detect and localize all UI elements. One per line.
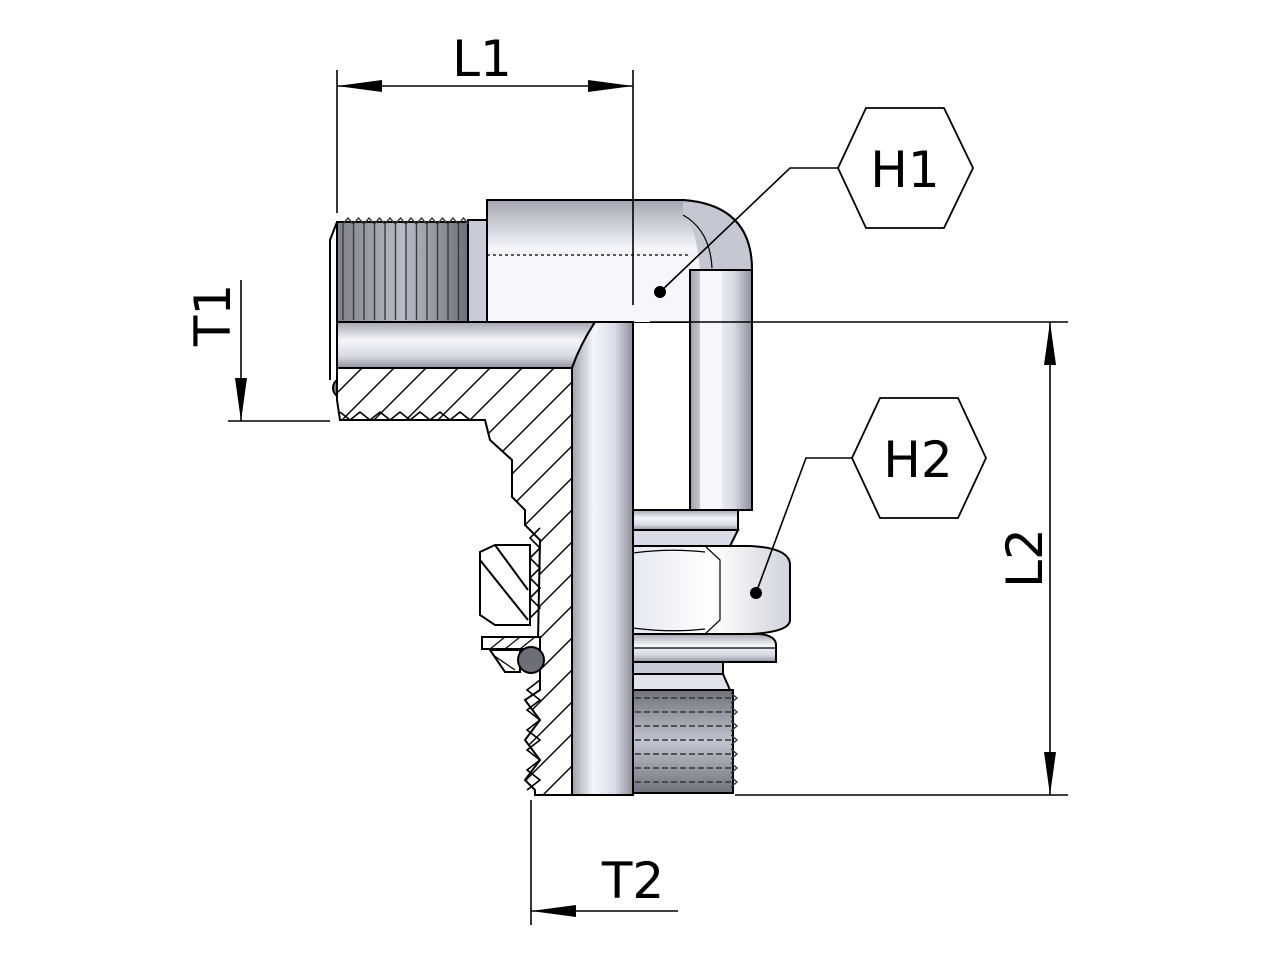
thread-tooth — [730, 706, 739, 718]
hatch-line — [922, 340, 1275, 800]
hatch-line — [1018, 340, 1275, 800]
l1-label: L1 — [452, 30, 512, 88]
thread-tooth — [730, 720, 739, 732]
hatch-line — [337, 368, 551, 795]
h2-hex-callout: H2 — [851, 397, 987, 519]
elbow-body — [467, 199, 753, 511]
thread-tooth — [730, 734, 739, 746]
hatch-line — [473, 368, 572, 795]
thread-tooth — [373, 216, 386, 225]
thread-tooth — [730, 762, 739, 774]
hatch-line — [762, 340, 1222, 800]
thread-tooth — [405, 216, 417, 225]
t2-label: T2 — [601, 852, 664, 910]
thread-tooth — [426, 216, 438, 225]
thread-tooth — [730, 692, 739, 704]
thread-tooth — [436, 216, 449, 225]
thread-tooth — [394, 216, 407, 225]
bottom-thread — [632, 689, 739, 794]
l2-label: L2 — [996, 528, 1054, 588]
h1-hex-callout: H1 — [837, 107, 974, 229]
h1-label: H1 — [870, 141, 939, 199]
h2-label: H2 — [883, 431, 952, 489]
bore-vertical — [571, 321, 634, 796]
hatch-line — [337, 368, 487, 795]
thread-tooth — [447, 216, 459, 225]
hatch-line — [337, 368, 455, 795]
locknut-section — [479, 544, 545, 674]
dimension-lines — [228, 70, 1068, 925]
thread-tooth — [415, 216, 428, 225]
thread-tooth — [342, 216, 354, 225]
hex-nut — [632, 545, 791, 635]
hatch-line — [337, 368, 519, 795]
top-thread — [329, 216, 470, 399]
bore-horizontal — [336, 321, 597, 369]
thread-tooth — [384, 216, 396, 225]
serrated-edge — [528, 527, 542, 619]
hatch-line — [337, 368, 391, 795]
lower-collar — [632, 633, 777, 691]
thread-tooth — [352, 216, 365, 225]
thread-tooth — [730, 748, 739, 760]
thread-tooth — [457, 216, 470, 225]
upper-collar — [632, 509, 740, 547]
t1-label: T1 — [184, 284, 242, 347]
thread-tooth — [730, 776, 739, 788]
thread-tooth — [363, 216, 375, 225]
